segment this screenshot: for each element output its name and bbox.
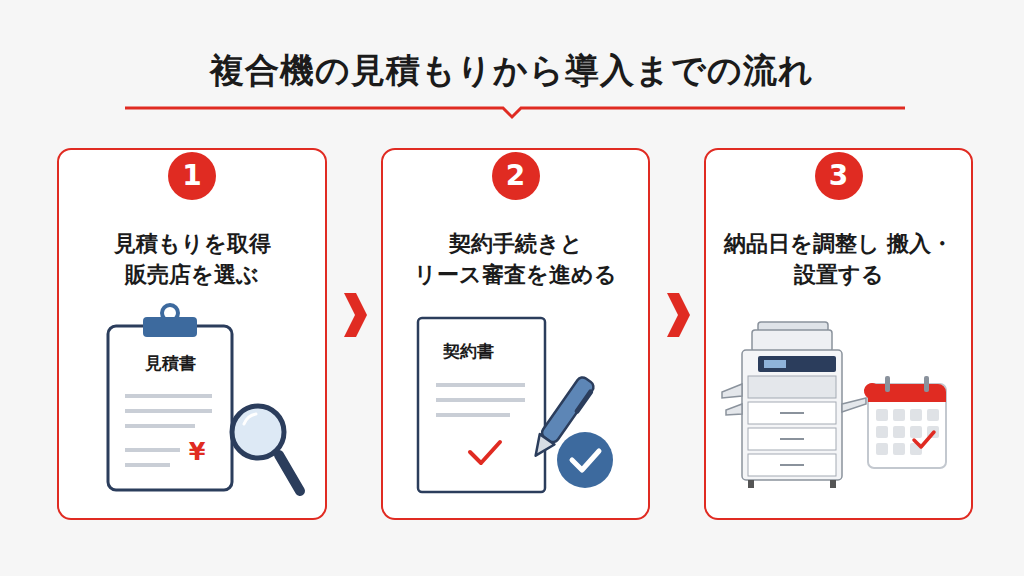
check-badge [557, 432, 613, 488]
diagram-title: 複合機の見積もりから導入までの流れ [0, 48, 1024, 94]
step-text: 契約手続きと リース審査を進める [393, 228, 638, 290]
card-fill [57, 148, 327, 520]
copier-icon [722, 322, 866, 488]
title-underline [125, 108, 905, 117]
card-fill [381, 148, 650, 520]
magnifier-icon [232, 406, 300, 491]
illustration-label: 見積書 [145, 352, 196, 375]
step-number: 3 [815, 152, 863, 200]
step-card: 3 納品日を調整し 搬入・設置する [704, 148, 973, 520]
clipboard-icon [108, 305, 232, 490]
step-number: 1 [168, 152, 216, 200]
calendar-icon [864, 376, 946, 468]
flow-chevron [650, 293, 704, 337]
contract-icon [418, 318, 545, 492]
step-text: 見積もりを取得 販売店を選ぶ [69, 228, 315, 290]
step-text: 納品日を調整し 搬入・設置する [716, 228, 961, 290]
flow-chevron [327, 293, 381, 337]
illustration-label: ¥ [189, 438, 206, 466]
illustration-label: 契約書 [443, 340, 494, 363]
step-card: 2 契約手続きと リース審査を進める [381, 148, 650, 520]
step-number: 2 [492, 152, 540, 200]
card-fill [704, 148, 973, 520]
